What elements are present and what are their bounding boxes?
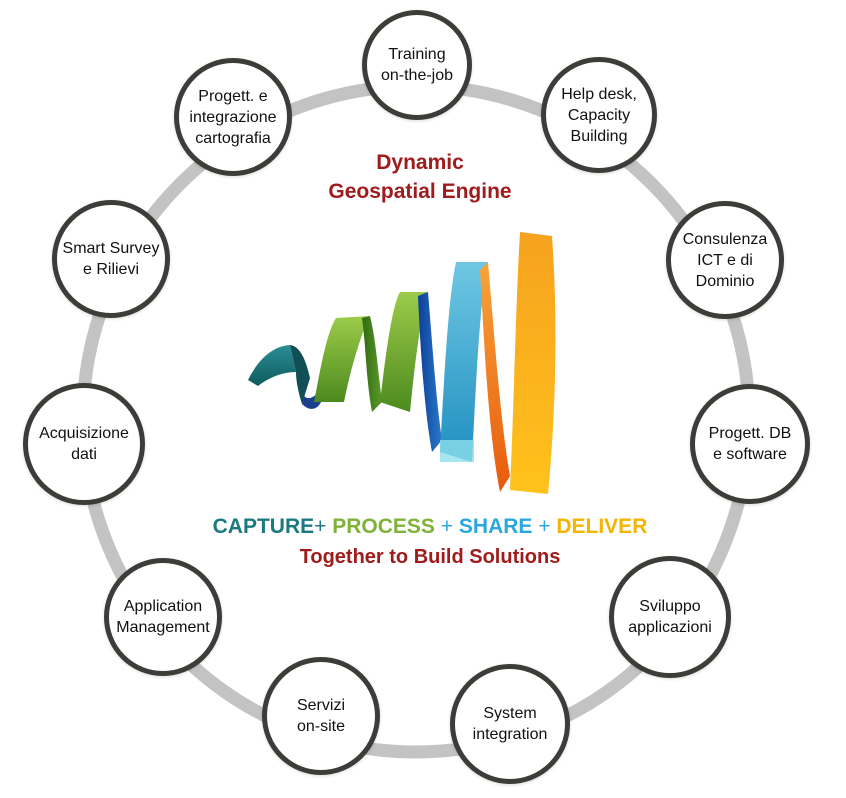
node-label: System integration bbox=[472, 705, 548, 743]
node-system-integration: System integration bbox=[450, 664, 570, 784]
tagline-share: SHARE bbox=[458, 515, 533, 538]
node-label: Training on-the-job bbox=[380, 46, 454, 84]
node-label: Application Management bbox=[116, 598, 210, 636]
tagline-plus-3: + bbox=[532, 515, 557, 538]
node-servizi: Servizi on-site bbox=[262, 657, 380, 775]
title-line-1: Dynamic bbox=[376, 151, 464, 174]
node-label: Smart Survey e Rilievi bbox=[62, 240, 160, 278]
node-sviluppo: Sviluppo applicazioni bbox=[609, 556, 731, 678]
tagline-deliver: DELIVER bbox=[556, 515, 648, 538]
node-progett-db: Progett. DB e software bbox=[690, 384, 810, 504]
diagram-title: Dynamic Geospatial Engine bbox=[270, 148, 570, 206]
node-consulenza: Consulenza ICT e di Dominio bbox=[666, 201, 784, 319]
node-label: Help desk, Capacity Building bbox=[561, 85, 637, 145]
node-label: Progett. e integrazione cartografia bbox=[189, 87, 277, 147]
node-label: Consulenza ICT e di Dominio bbox=[682, 230, 768, 290]
tagline-capture: CAPTURE bbox=[212, 515, 315, 538]
node-application-management: Application Management bbox=[104, 558, 222, 676]
node-label: Servizi on-site bbox=[296, 697, 346, 735]
node-progett-cartografia: Progett. e integrazione cartografia bbox=[174, 58, 292, 176]
tagline-process: PROCESS bbox=[332, 515, 435, 538]
tagline-plus-1: + bbox=[314, 515, 333, 538]
subtitle: Together to Build Solutions bbox=[299, 546, 561, 568]
title-line-2: Geospatial Engine bbox=[328, 180, 512, 203]
node-smart-survey: Smart Survey e Rilievi bbox=[52, 200, 170, 318]
node-label: Progett. DB e software bbox=[708, 425, 792, 463]
tagline-plus-2: + bbox=[434, 515, 459, 538]
node-training: Training on-the-job bbox=[362, 10, 472, 120]
node-helpdesk: Help desk, Capacity Building bbox=[541, 57, 657, 173]
node-label: Acquisizione dati bbox=[39, 425, 129, 463]
node-acquisizione: Acquisizione dati bbox=[23, 383, 145, 505]
tagline: CAPTURE+ PROCESS + SHARE + DELIVER bbox=[150, 513, 710, 541]
node-label: Sviluppo applicazioni bbox=[628, 598, 712, 636]
